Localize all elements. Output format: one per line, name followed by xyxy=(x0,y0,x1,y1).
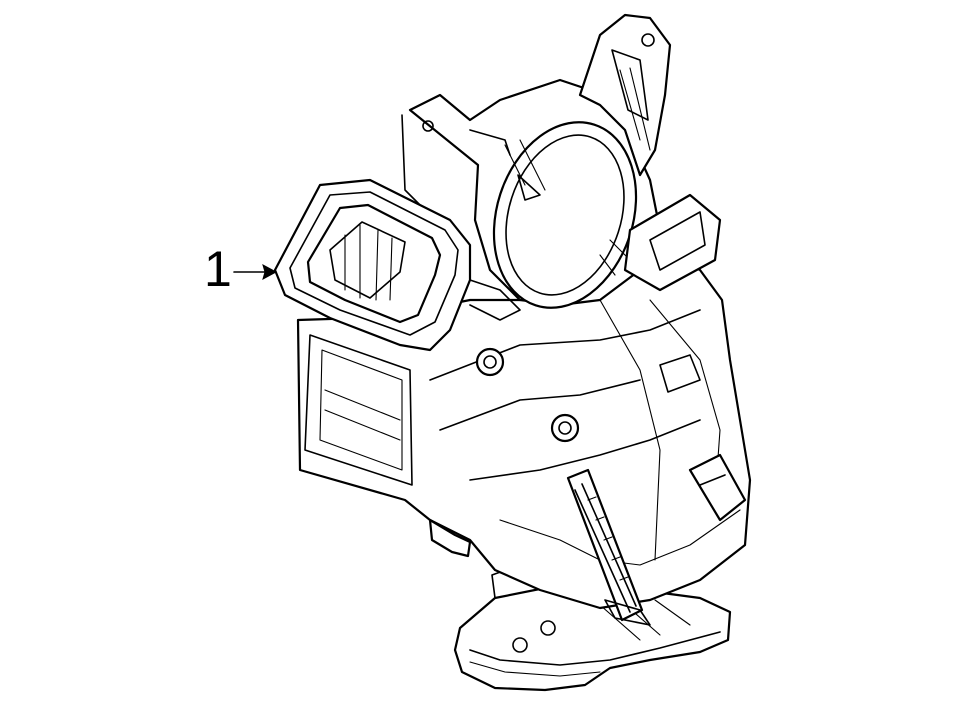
top-bracket xyxy=(578,13,672,177)
base-plate xyxy=(453,564,732,692)
outlet-duct xyxy=(273,178,521,352)
callout-leader xyxy=(233,263,278,281)
callout-label-1: 1 xyxy=(204,241,232,297)
side-module xyxy=(623,193,747,522)
actuator-rails xyxy=(566,468,651,626)
blower-ring xyxy=(401,78,662,309)
